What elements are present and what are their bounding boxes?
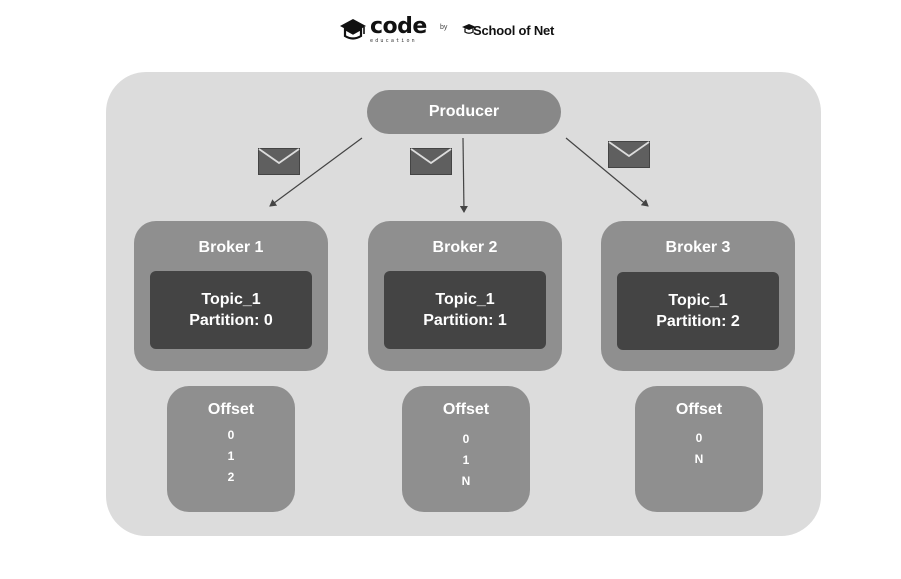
graduation-cap-icon	[340, 19, 366, 40]
offset-value: 1	[227, 449, 235, 463]
broker-2-node: Broker 2 Topic_1 Partition: 1	[368, 221, 562, 371]
offset-2-node: Offset 0 1 N	[402, 386, 530, 512]
arrow-to-broker-2	[459, 137, 468, 213]
offset-title: Offset	[207, 401, 255, 418]
partition-label: Partition: 1	[423, 312, 507, 329]
offset-title: Offset	[675, 401, 723, 418]
offset-value: 0	[462, 432, 470, 446]
partition-label: Partition: 2	[656, 313, 740, 330]
envelope-icon	[258, 148, 300, 175]
broker-title: Broker 2	[432, 239, 498, 256]
offset-value: 2	[227, 470, 235, 484]
school-of-net-text: School of Net	[473, 22, 555, 38]
offset-value: 0	[695, 431, 703, 445]
offset-list: 0 N	[635, 428, 763, 470]
producer-label: Producer	[428, 103, 500, 120]
topic-name: Topic_1	[201, 291, 261, 308]
code-education-logo: code education	[338, 16, 427, 46]
offset-value: 0	[227, 428, 235, 442]
envelope-icon	[608, 141, 650, 168]
logo-subword: education	[370, 38, 417, 44]
logo-by-text: by	[440, 24, 448, 31]
producer-node: Producer	[367, 90, 561, 134]
offset-value: N	[461, 474, 471, 488]
topic-partition-box: Topic_1 Partition: 2	[617, 272, 779, 350]
offset-1-node: Offset 0 1 2	[167, 386, 295, 512]
offset-value: N	[694, 452, 704, 466]
offset-value: 1	[462, 453, 470, 467]
topic-name: Topic_1	[668, 292, 728, 309]
broker-1-node: Broker 1 Topic_1 Partition: 0	[134, 221, 328, 371]
arrow-to-broker-1	[269, 137, 363, 207]
logo-wordmark: code education	[370, 16, 427, 46]
logo-word: code	[370, 14, 427, 39]
mortarboard-icon	[462, 24, 476, 34]
offset-title: Offset	[442, 401, 490, 418]
topic-name: Topic_1	[435, 291, 495, 308]
topic-partition-box: Topic_1 Partition: 1	[384, 271, 546, 349]
topic-partition-box: Topic_1 Partition: 0	[150, 271, 312, 349]
school-of-net-logo: School of Net	[461, 22, 554, 38]
envelope-icon	[410, 148, 452, 175]
offset-3-node: Offset 0 N	[635, 386, 763, 512]
offset-list: 0 1 N	[402, 429, 530, 492]
partition-label: Partition: 0	[189, 312, 273, 329]
broker-title: Broker 1	[198, 239, 264, 256]
offset-list: 0 1 2	[167, 425, 295, 488]
broker-3-node: Broker 3 Topic_1 Partition: 2	[601, 221, 795, 371]
broker-title: Broker 3	[665, 239, 731, 256]
arrow-to-broker-3	[565, 137, 649, 207]
